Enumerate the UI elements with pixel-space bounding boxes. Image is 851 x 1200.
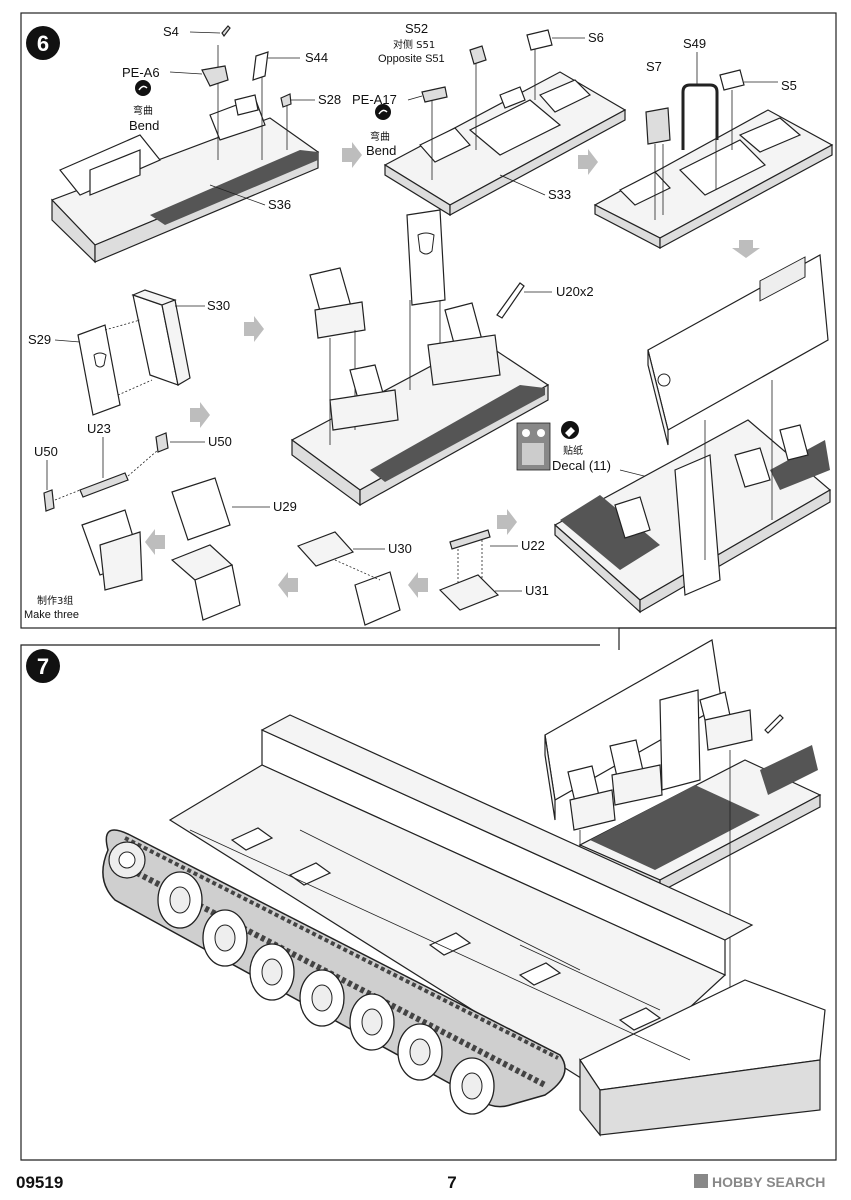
seat-subassemblies — [43, 402, 522, 626]
label-opposite-cn: 对侧 S51 — [393, 38, 435, 51]
label-s7: S7 — [646, 59, 662, 74]
flow-arrow-9 — [190, 402, 210, 428]
label-u30: U30 — [388, 541, 412, 556]
track-and-wheels — [102, 829, 566, 1115]
bend-icon-2 — [375, 104, 391, 120]
box-assembly-s29-s30 — [54, 289, 205, 416]
floor-seats-assembly — [290, 209, 552, 507]
part-s4 — [221, 25, 231, 38]
part-pe-a6 — [201, 65, 229, 87]
label-u50-a: U50 — [34, 444, 58, 459]
label-bend-en-1: Bend — [129, 118, 159, 133]
floor-assembly-s36 — [50, 25, 320, 264]
seat-cc-1 — [614, 496, 651, 539]
label-decal-cn: 贴纸 — [563, 444, 583, 457]
label-s30: S30 — [207, 298, 230, 313]
label-u31: U31 — [525, 583, 549, 598]
flow-arrow-8 — [497, 509, 517, 535]
label-u23: U23 — [87, 421, 111, 436]
flow-arrow-1 — [342, 142, 362, 168]
label-s28: S28 — [318, 92, 341, 107]
flow-arrow-3 — [732, 240, 760, 258]
part-s44 — [252, 51, 269, 81]
seat-cc-3 — [779, 424, 809, 461]
part-u31 — [438, 574, 500, 611]
label-s6: S6 — [588, 30, 604, 45]
label-s29: S29 — [28, 332, 51, 347]
hull-front-wall — [260, 714, 754, 941]
kit-number: 09519 — [16, 1173, 63, 1192]
part-s7 — [645, 107, 671, 145]
part-u22 — [449, 529, 491, 550]
part-u23 — [79, 472, 129, 498]
label-bend-cn-2: 弯曲 — [370, 130, 390, 143]
part-u50-a — [43, 489, 55, 512]
label-opposite-en: Opposite S51 — [378, 53, 445, 65]
step-6-panel: 6 S4 PE-A6 — [20, 12, 837, 629]
combined-crew-compartment — [553, 254, 832, 614]
step-7-number: 7 — [37, 654, 49, 679]
step-7-badge — [26, 649, 60, 683]
label-pe-a17: PE-A17 — [352, 92, 397, 107]
part-u29 — [171, 477, 231, 541]
label-s4: S4 — [163, 24, 179, 39]
label-s52: S52 — [405, 21, 428, 36]
tall-panel — [406, 209, 446, 306]
part-s5 — [719, 69, 745, 91]
hull-floor — [168, 764, 727, 1091]
label-pe-a6: PE-A6 — [122, 65, 160, 80]
label-bend-en-2: Bend — [366, 143, 396, 158]
part-pe-a17 — [421, 86, 448, 103]
label-decal-en: Decal (11) — [552, 458, 611, 473]
watermark-text: HOBBY SEARCH — [712, 1174, 825, 1190]
flow-arrow-2 — [578, 149, 598, 175]
label-s44: S44 — [305, 50, 328, 65]
label-u29: U29 — [273, 499, 297, 514]
flow-arrow-4 — [244, 316, 264, 342]
part-u20 — [496, 282, 525, 319]
label-s5: S5 — [781, 78, 797, 93]
label-u20: U20x2 — [556, 284, 594, 299]
label-make-three-en: Make three — [24, 609, 79, 621]
panel-assembly-s5-s7 — [593, 52, 834, 250]
decal-11 — [516, 421, 661, 481]
label-s49: S49 — [683, 36, 706, 51]
step-6-badge — [26, 26, 60, 60]
road-wheels — [157, 871, 495, 1115]
watermark-logo-icon — [694, 1174, 708, 1188]
part-s29 — [77, 324, 121, 416]
label-u22: U22 — [521, 538, 545, 553]
part-s28 — [280, 93, 292, 108]
label-s33: S33 — [548, 187, 571, 202]
label-bend-cn-1: 弯曲 — [133, 104, 153, 117]
panel-assembly-s33 — [375, 29, 627, 217]
part-s6 — [526, 29, 553, 51]
part-s52 — [469, 45, 487, 65]
bend-icon-1 — [135, 80, 151, 96]
step-6-number: 6 — [37, 31, 49, 56]
seat-cc-2 — [734, 447, 771, 488]
flow-arrow-7 — [408, 572, 428, 598]
part-u30 — [296, 531, 355, 567]
label-s36: S36 — [268, 197, 291, 212]
step-7-panel: 7 — [20, 627, 837, 1161]
label-u50-b: U50 — [208, 434, 232, 449]
watermark: HOBBY SEARCH — [694, 1174, 825, 1190]
part-u50-b — [155, 432, 169, 453]
hull-lower — [168, 714, 826, 1137]
flow-arrow-5 — [145, 529, 165, 555]
flow-arrow-6 — [278, 572, 298, 598]
rear-bulkhead — [647, 254, 829, 431]
page-number: 7 — [447, 1173, 456, 1192]
part-s49 — [681, 83, 719, 150]
label-make-three-cn: 制作3组 — [37, 594, 73, 607]
